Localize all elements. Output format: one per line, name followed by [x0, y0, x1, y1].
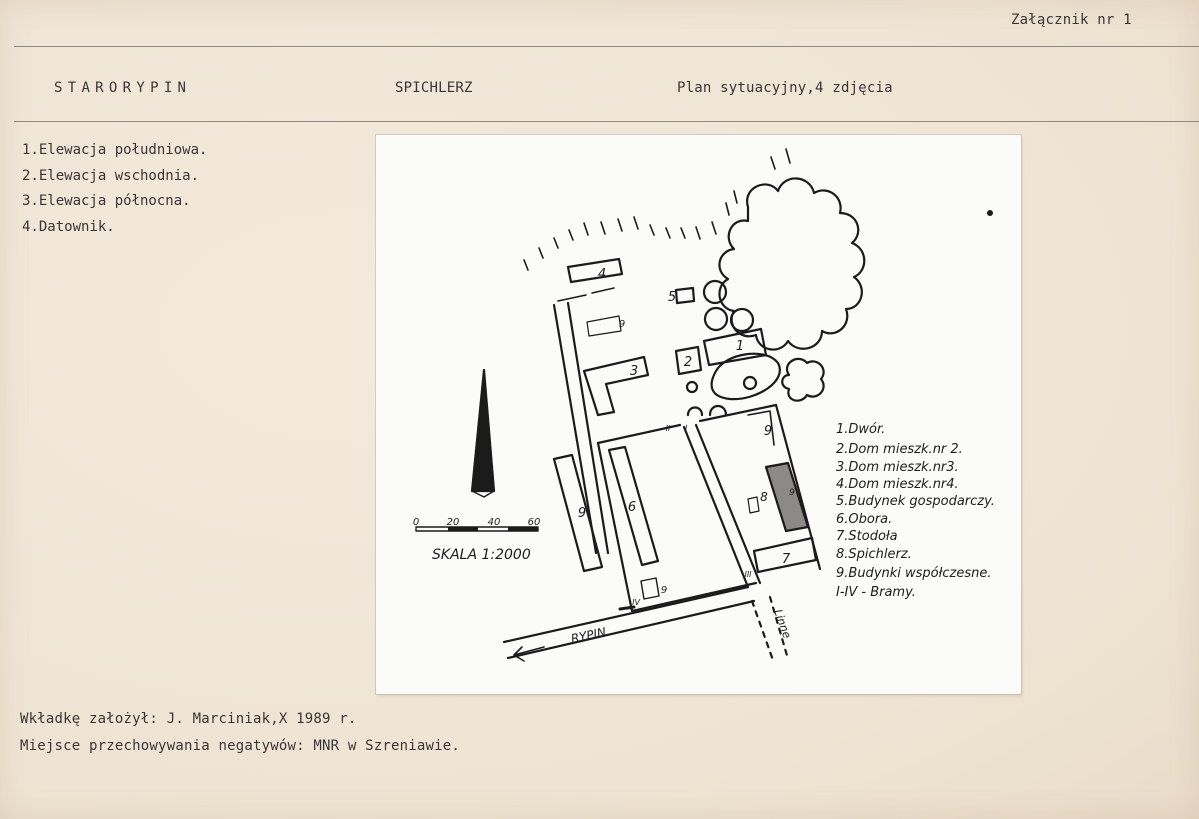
road-west-edge [552, 303, 598, 555]
building-7 [752, 536, 818, 574]
north-arrow [470, 368, 496, 493]
building-8-granary [764, 461, 810, 533]
building-4 [566, 257, 624, 284]
farmyard-wall [596, 441, 758, 613]
founder-note: Wkładkę założył: J. Marciniak,X 1989 r. [20, 711, 357, 727]
photo-list-item: 1.Elewacja południowa. [22, 142, 208, 158]
fence-north [523, 148, 791, 302]
legend-item: 3.Dom mieszk.nr3. [836, 460, 959, 475]
legend-item: 2.Dom mieszk.nr 2. [836, 442, 963, 457]
building-9-south [640, 577, 660, 600]
label-building-9b: 9 [578, 506, 586, 521]
gate-label-iv: IV [632, 598, 640, 607]
building-5 [674, 286, 696, 305]
label-building-3: 3 [630, 364, 638, 379]
gate-iv-bar [618, 605, 636, 611]
legend-item: 8.Spichlerz. [836, 547, 912, 562]
gate-arch [686, 404, 728, 417]
building-2 [674, 345, 703, 376]
gate-labels: I II III IV [632, 424, 752, 607]
fountain [742, 375, 758, 391]
label-building-8: 8 [760, 490, 768, 504]
label-building-7: 7 [782, 552, 791, 567]
building-labels: 4 5 9 2 1 3 9 6 9 9 8 9 7 [578, 267, 795, 596]
legend-item: 5.Budynek gospodarczy. [836, 494, 995, 509]
photo-list-item: 4.Datownik. [22, 219, 115, 236]
road-rypin [506, 599, 756, 660]
label-building-6: 6 [628, 500, 636, 515]
tree [729, 307, 755, 333]
scale-label: SKALA 1:2000 [432, 547, 531, 563]
tree [702, 279, 728, 305]
path-diagonal [694, 423, 762, 585]
building-9-west [552, 453, 604, 573]
pond [710, 352, 781, 401]
photo-list: 1.Elewacja południowa. 2.Elewacja wschod… [22, 138, 207, 241]
legend-item: 6.Obora. [836, 512, 892, 527]
road-arrow [513, 646, 545, 662]
place-name: STARORYPIN [54, 80, 192, 96]
legend-item: I-IV - Bramy. [836, 585, 916, 600]
gate-label-i: I [685, 424, 688, 433]
annex-number: Załącznik nr 1 [1011, 12, 1132, 28]
ink-dot [987, 210, 993, 216]
road-west-edge [566, 301, 610, 555]
label-building-9c: 9 [661, 585, 667, 596]
tree-small [685, 380, 699, 394]
park-outline [718, 177, 866, 351]
road-rypin [502, 585, 750, 644]
building-8-marker [747, 496, 760, 514]
label-building-2: 2 [684, 355, 692, 370]
path-diagonal [682, 425, 750, 589]
building-1 [702, 327, 768, 367]
label-building-1: 1 [736, 339, 744, 354]
gate-label-ii: II [666, 424, 671, 433]
building-9-north [586, 315, 622, 337]
header-rule-bottom [14, 121, 1199, 122]
label-building-9a: 9 [619, 319, 625, 330]
legend-item: 1.Dwór. [836, 422, 885, 437]
road-label-rypin: RYPIN [570, 625, 608, 646]
gate-label-iii: III [744, 570, 752, 579]
tree-group [781, 357, 825, 402]
scale-tick: 0 [413, 517, 419, 528]
road-label-linne: Linne [771, 608, 794, 641]
legend-item: 4.Dom mieszk.nr4. [836, 477, 959, 492]
scale-tick: 40 [488, 517, 501, 528]
label-building-8b: 9 [789, 488, 795, 498]
legend-item: 7.Stodoła [836, 529, 898, 544]
negatives-location: Miejsce przechowywania negatywów: MNR w … [20, 738, 461, 754]
scale-tick: 60 [528, 517, 541, 528]
scale-ticks: 0 20 40 60 [413, 517, 541, 528]
object-name: SPICHLERZ [395, 80, 473, 96]
label-building-9d: 9 [764, 424, 772, 439]
farmyard-wall [596, 403, 778, 445]
tree [703, 306, 729, 332]
label-building-5: 5 [668, 290, 676, 305]
photo-list-item: 2.Elewacja wschodnia. [22, 167, 200, 184]
plan-legend: 1.Dwór. 2.Dom mieszk.nr 2. 3.Dom mieszk.… [836, 422, 995, 600]
header-rule-top [14, 46, 1199, 47]
label-building-4: 4 [598, 267, 606, 282]
road-linne [768, 595, 790, 661]
documentation-type: Plan sytuacyjny,4 zdjęcia [677, 80, 893, 96]
site-plan-drawing: 4 5 9 2 1 3 9 6 9 9 8 9 7 I II III IV [413, 148, 995, 665]
building-9-east [747, 410, 775, 446]
photo-list-item: 3.Elewacja północna. [22, 193, 191, 210]
legend-item: 9.Budynki współczesne. [836, 566, 991, 581]
site-plan-photo: 4 5 9 2 1 3 9 6 9 9 8 9 7 I II III IV [376, 135, 1021, 694]
building-3 [582, 355, 650, 417]
road-linne [750, 599, 776, 665]
scale-tick: 20 [447, 517, 460, 528]
building-6 [607, 445, 660, 567]
